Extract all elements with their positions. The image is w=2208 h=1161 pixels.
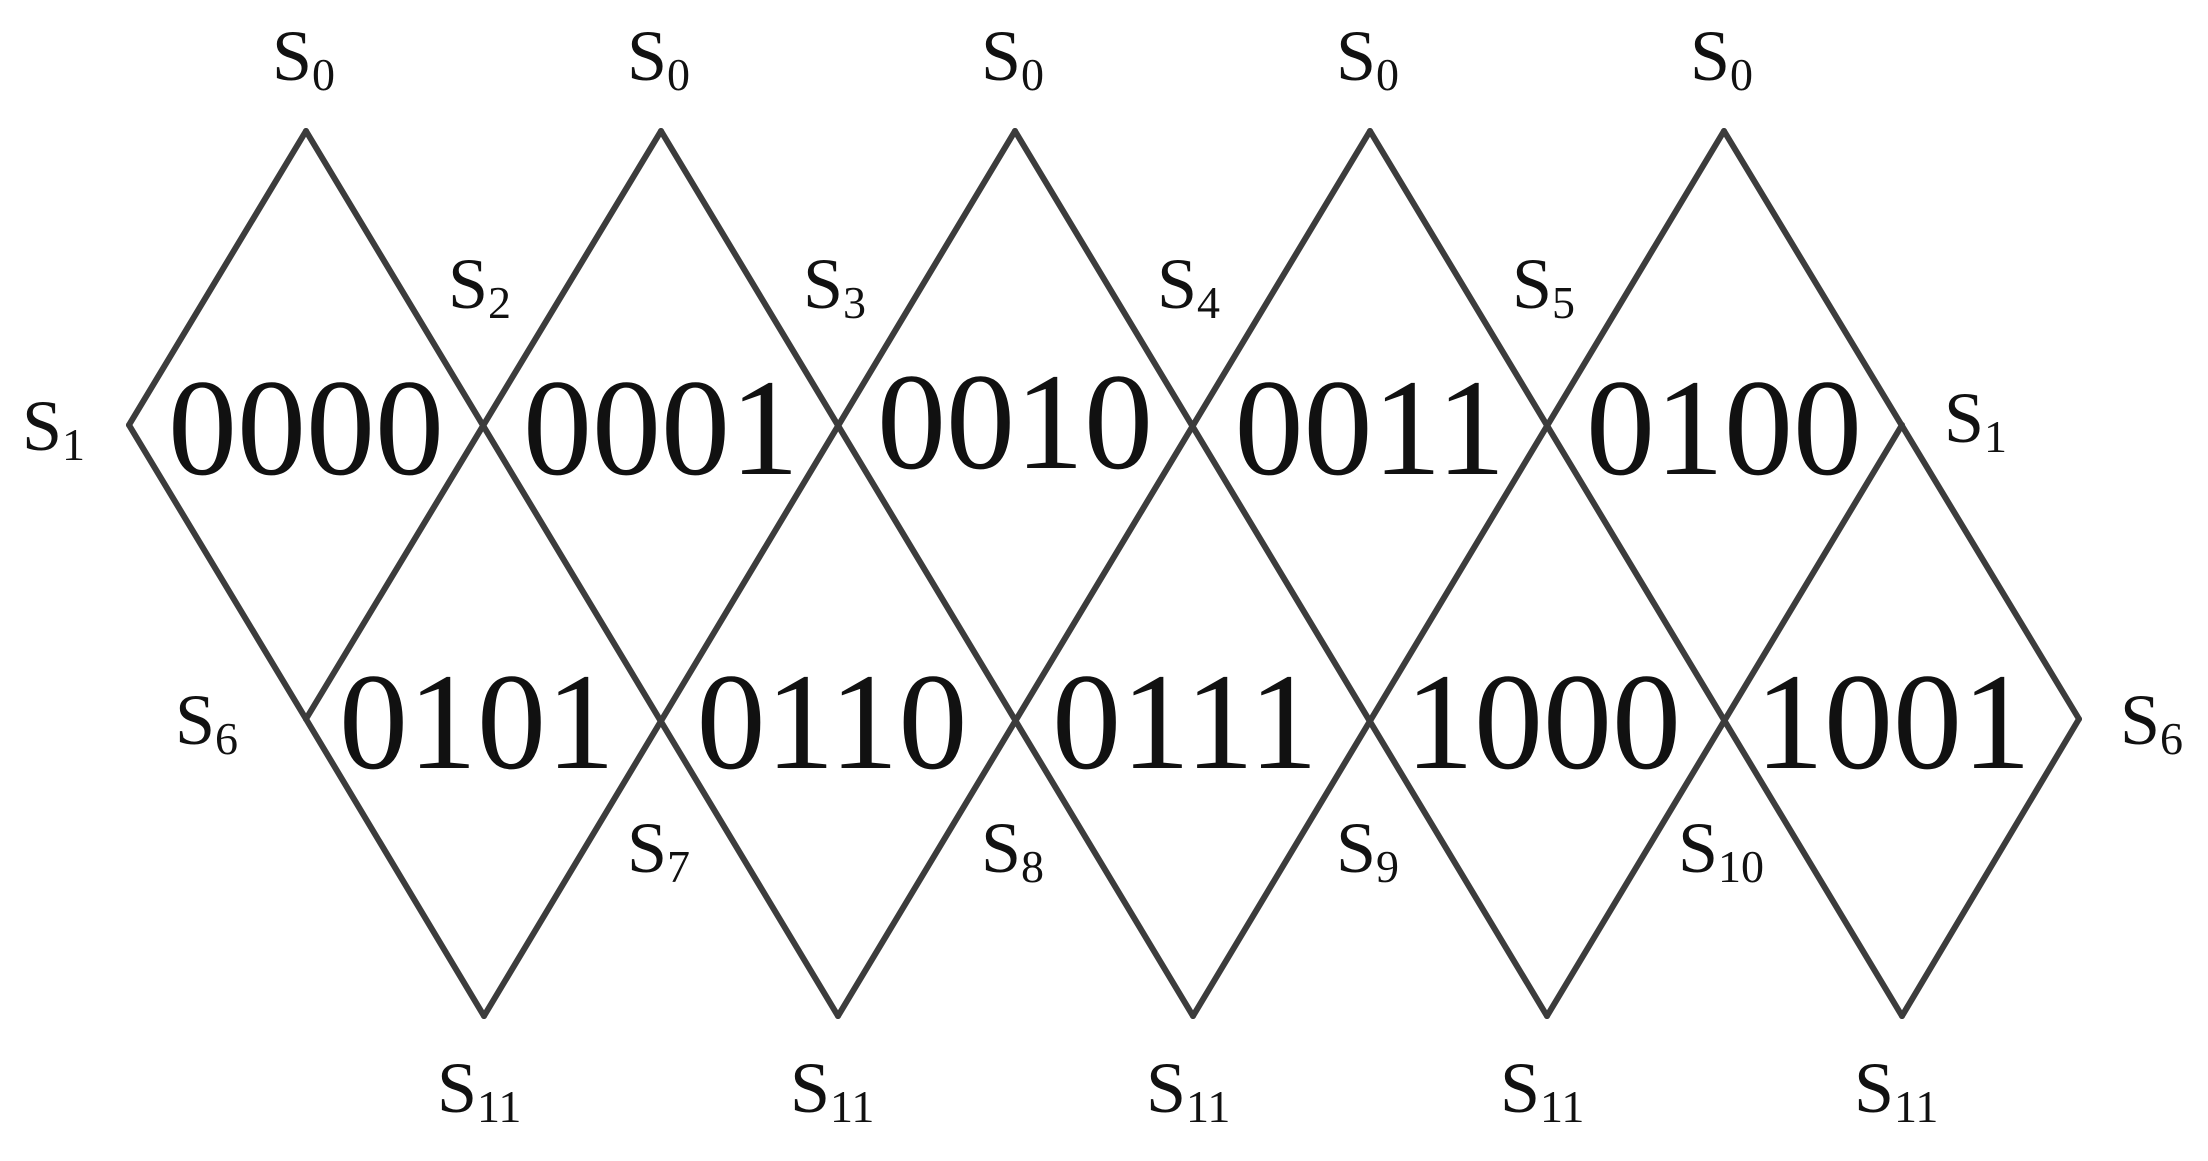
cell-code: 1001	[1755, 645, 2031, 798]
state-label-top: S0	[981, 16, 1044, 100]
state-label-bottom: S11	[437, 1048, 521, 1132]
state-label-top: S0	[1336, 16, 1399, 100]
upper-crossing-labels: S2 S3 S4 S5	[448, 244, 1575, 328]
state-label-lower-crossing: S10	[1678, 808, 1764, 892]
lattice-edges	[126, 128, 2082, 1019]
cell-code: 0011	[1235, 351, 1506, 504]
state-label-bottom: S11	[790, 1048, 874, 1132]
lower-crossing-labels: S7 S8 S9 S10	[627, 808, 1764, 892]
edge-down-d	[1367, 128, 1905, 1019]
edge-down-c	[1012, 128, 1550, 1019]
top-row-codes: 0000 0001 0010 0011 0100	[168, 345, 1862, 504]
state-label-right-upper: S1	[1944, 378, 2007, 462]
edge-up-e	[1544, 422, 1905, 1019]
state-label-lower-crossing: S7	[627, 808, 690, 892]
edge-up-d	[1190, 128, 1727, 1019]
state-label-top: S0	[1690, 16, 1753, 100]
state-label-upper-crossing: S5	[1512, 244, 1575, 328]
edge-right-bottom	[1899, 716, 2082, 1019]
state-label-left-upper: S1	[22, 386, 85, 470]
cell-code: 0111	[1052, 645, 1318, 798]
edge-up-a	[303, 128, 664, 722]
bottom-row-codes: 0101 0110 0111 1000 1001	[339, 645, 2031, 798]
cell-code: 1000	[1405, 645, 1681, 798]
state-label-left-lower: S6	[175, 680, 238, 764]
cell-code: 0001	[523, 351, 799, 504]
state-label-bottom: S11	[1146, 1048, 1230, 1132]
state-label-upper-crossing: S4	[1157, 244, 1220, 328]
side-labels: S1 S6 S1 S6	[22, 378, 2183, 764]
edge-up-b	[481, 128, 1018, 1019]
state-label-upper-crossing: S2	[448, 244, 511, 328]
edge-down-b	[658, 128, 1196, 1019]
edge-left-bottom	[126, 422, 309, 722]
state-label-top: S0	[627, 16, 690, 100]
bottom-vertex-labels: S11 S11 S11 S11 S11	[437, 1048, 1938, 1132]
edge-bottom-left	[303, 716, 487, 1019]
cell-code: 0010	[877, 345, 1153, 498]
state-label-right-lower: S6	[2120, 680, 2183, 764]
cell-code: 0000	[168, 351, 444, 504]
cell-code: 0101	[339, 645, 615, 798]
edge-down-a	[303, 128, 841, 1019]
cell-code: 0110	[697, 645, 968, 798]
state-label-lower-crossing: S9	[1336, 808, 1399, 892]
state-label-lower-crossing: S8	[981, 808, 1044, 892]
state-label-upper-crossing: S3	[803, 244, 866, 328]
edge-left-top	[126, 128, 309, 428]
edge-up-c	[835, 128, 1373, 1019]
cell-code: 0100	[1586, 351, 1862, 504]
state-label-top: S0	[272, 16, 335, 100]
top-vertex-labels: S0 S0 S0 S0 S0	[272, 16, 1753, 100]
state-label-bottom: S11	[1854, 1048, 1938, 1132]
state-label-bottom: S11	[1500, 1048, 1584, 1132]
